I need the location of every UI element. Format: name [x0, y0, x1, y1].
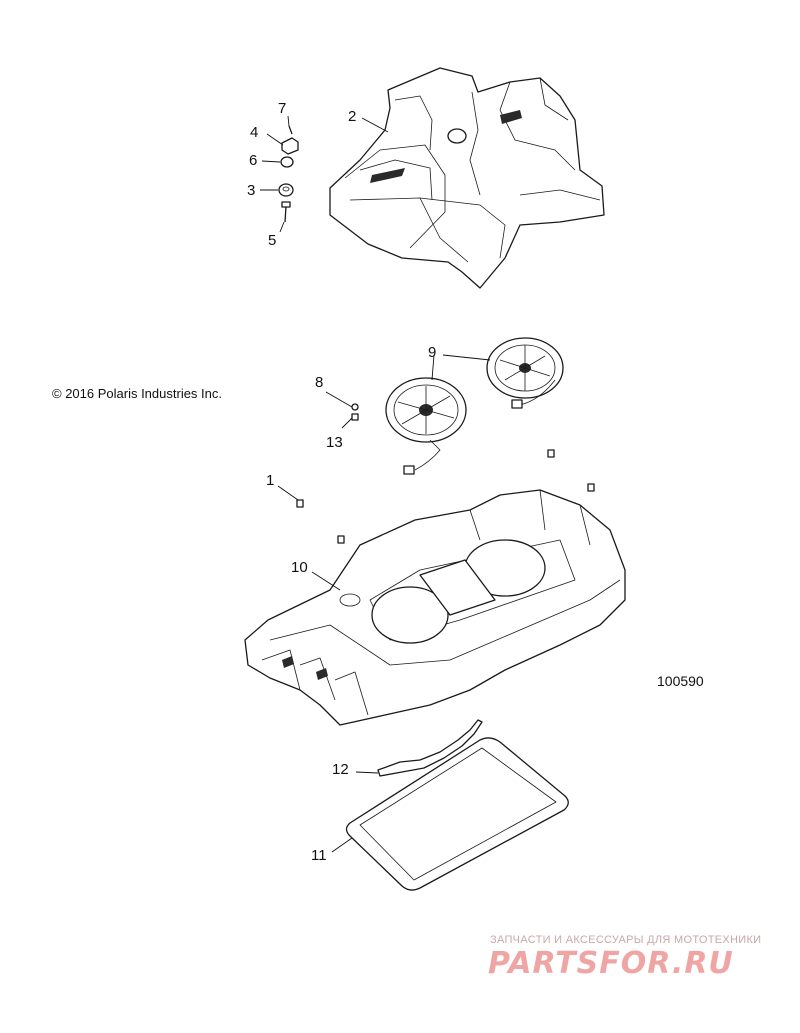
callout-labels: 2 7 4 6 3 5 9 8 13 1 10 12 11	[247, 100, 436, 864]
part-6-grommet	[280, 156, 294, 168]
callout-6: 6	[249, 152, 257, 169]
part-1-screws	[296, 449, 595, 544]
part-2-upper-cover	[329, 67, 605, 289]
callout-9: 9	[428, 344, 436, 361]
part-7-pin	[288, 125, 293, 135]
copyright-notice: © 2016 Polaris Industries Inc.	[52, 386, 222, 401]
part-5-bolt	[281, 201, 291, 223]
part-11-gasket	[345, 737, 569, 891]
callout-8: 8	[315, 374, 323, 391]
part-9-fan-front	[385, 377, 467, 475]
leader-lines	[260, 115, 491, 853]
part-8-nut	[351, 403, 359, 411]
callout-12: 12	[332, 761, 349, 778]
callout-4: 4	[250, 124, 258, 141]
callout-13: 13	[326, 434, 343, 451]
watermark-tagline: ЗАПЧАСТИ И АКСЕССУАРЫ ДЛЯ МОТОТЕХНИКИ	[490, 934, 762, 946]
part-13-screw	[351, 413, 359, 421]
part-3-spacer	[278, 183, 294, 197]
callout-1: 1	[266, 472, 274, 489]
callout-7: 7	[278, 100, 286, 117]
callout-10: 10	[291, 559, 308, 576]
part-10-lower-body	[244, 489, 626, 726]
watermark-logo: PARTSFOR.RU	[488, 946, 734, 981]
drawing-number: 100590	[657, 673, 704, 689]
callout-3: 3	[247, 182, 255, 199]
callout-5: 5	[268, 232, 276, 249]
callout-2: 2	[348, 108, 356, 125]
part-12-seal-strip	[377, 719, 483, 777]
part-9-fan-rear	[486, 337, 564, 409]
callout-11: 11	[311, 847, 327, 864]
part-4-latch	[281, 137, 299, 155]
